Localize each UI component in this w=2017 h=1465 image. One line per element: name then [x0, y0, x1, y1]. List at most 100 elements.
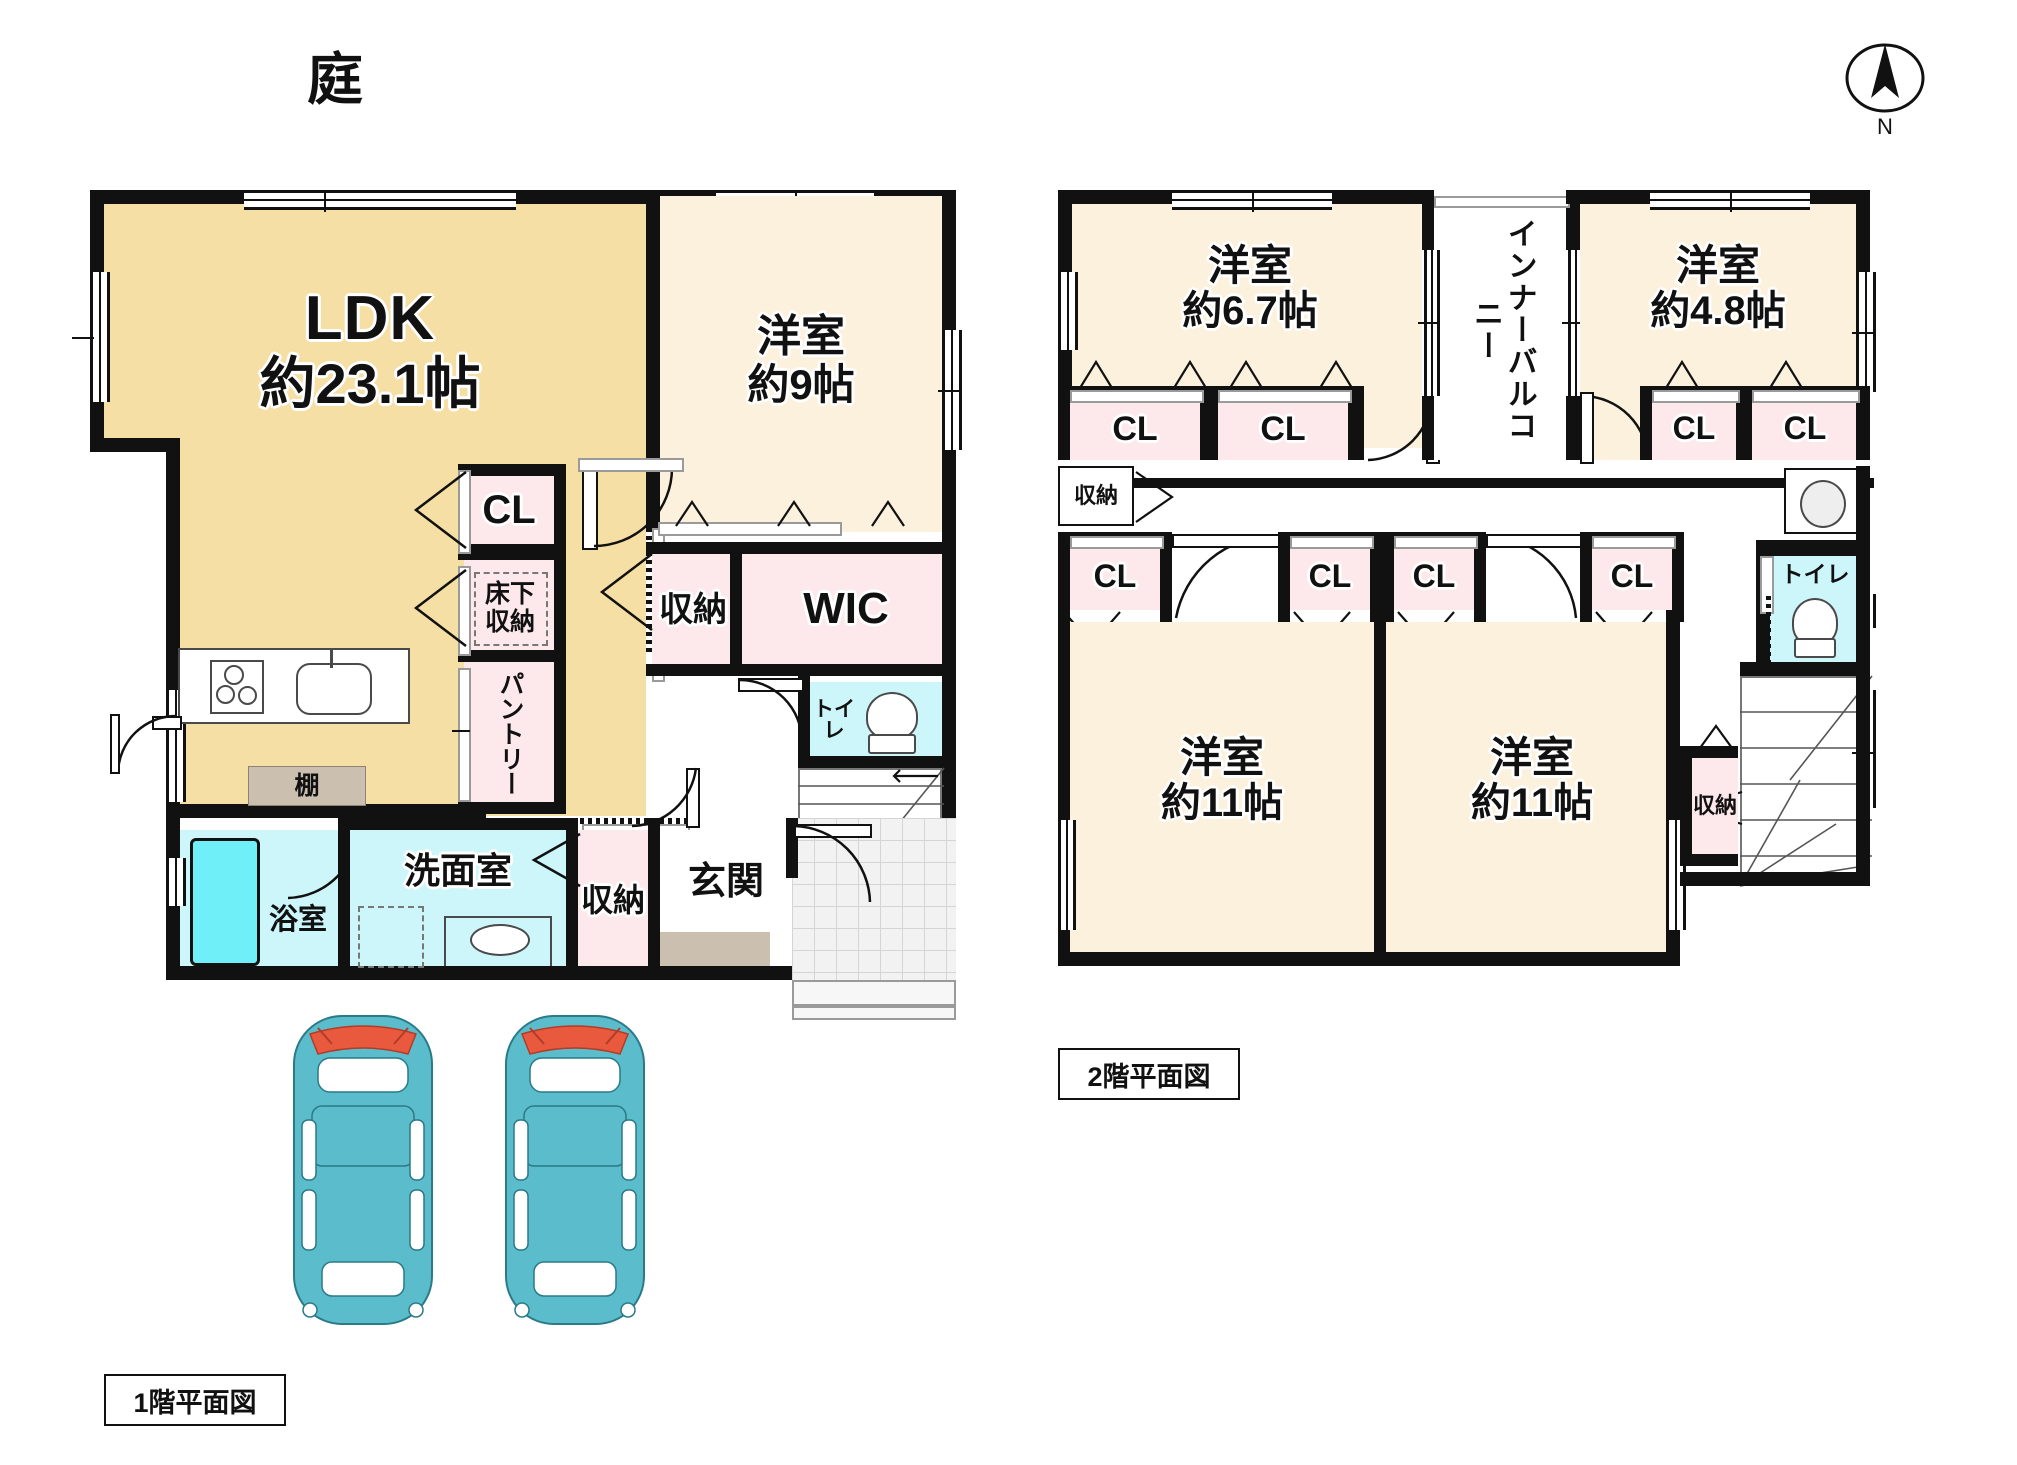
f2-door-11a-leaf — [1172, 534, 1280, 548]
storage-f2-cl-2 — [1218, 398, 1348, 460]
f2-clm2-head — [1290, 536, 1374, 549]
burner-ring-1 — [224, 665, 244, 685]
f2-corridor-wall-top — [1134, 478, 1874, 488]
garden-label: 庭 — [307, 47, 363, 111]
wall-washroom-right — [566, 818, 578, 980]
wall-shuno-hall-right — [730, 542, 742, 676]
wall-storage-entry-right — [648, 818, 660, 980]
wall-shuno-hall-top — [646, 542, 742, 554]
bathtub — [190, 838, 260, 966]
washitsu-closet-head — [658, 522, 842, 536]
f2-wall-11a-right — [1374, 610, 1386, 966]
compass-north-icon: N — [1845, 42, 1925, 139]
room-f2-inner-balcony — [1434, 202, 1566, 460]
ldk-notch — [96, 440, 166, 816]
wall-uf-bot — [458, 650, 566, 662]
door-toilet-f1-leaf — [738, 678, 804, 692]
f2-wall-balcony-right2 — [1566, 396, 1580, 460]
entrance-step — [660, 932, 770, 966]
wall-pantry-bot — [458, 802, 566, 814]
storage-f2-cl-1 — [1070, 398, 1200, 460]
f2-wall-11a-bottom — [1058, 952, 1386, 966]
wall-pantry-right — [554, 662, 566, 814]
f2-wall-cl48-mid — [1736, 386, 1752, 460]
vanity-counter — [444, 916, 552, 966]
window-tick-f2-3 — [1852, 332, 1874, 334]
window-ldk-top-2 — [404, 190, 516, 210]
window-tick-1 — [324, 190, 326, 212]
car-left — [288, 1010, 438, 1330]
storage-hall — [652, 548, 734, 670]
f2-toilet-top — [1756, 540, 1870, 556]
wall-cl-top — [458, 464, 566, 476]
wall-cl-right — [554, 464, 566, 560]
window-tick-3 — [72, 337, 94, 339]
f2-clm3-head — [1394, 536, 1478, 549]
storage-pantry — [464, 662, 554, 802]
f2-basin — [1800, 480, 1846, 528]
entrance-porch — [792, 818, 956, 982]
f2-wall-balcony-left2 — [1422, 396, 1434, 460]
f2-clm1-left — [1058, 532, 1070, 622]
f2-clm4-head — [1592, 536, 1676, 549]
balcony-tick-l — [1418, 322, 1438, 324]
storage-f2-cl-4 — [1752, 398, 1856, 460]
f2-clm1-right — [1160, 532, 1172, 622]
balcony-tick-r — [1562, 322, 1582, 324]
f2-stairs — [1740, 676, 1870, 886]
f2-clm4-right — [1672, 532, 1684, 622]
svg-text:N: N — [1877, 114, 1893, 138]
f2-cl67-head-1 — [1070, 390, 1204, 403]
wall-wic-bot — [730, 664, 956, 676]
f1-wall-ldk-bottom — [166, 804, 486, 818]
window-tick-4 — [938, 390, 960, 392]
door-ldk-side-frame — [110, 714, 120, 774]
window-bath-left — [166, 858, 186, 906]
room-wic — [742, 548, 942, 670]
f2-shuno-stair-top — [1680, 746, 1738, 758]
storage-entry — [578, 830, 648, 966]
storage-shelf — [248, 766, 366, 806]
storage-f2-cl-mid-1 — [1070, 544, 1160, 610]
entrance-step-outer2 — [792, 1006, 956, 1020]
f2-wall-corridor-bottom — [1680, 872, 1870, 886]
pantry-tick — [452, 730, 470, 732]
kitchen-sink — [296, 663, 372, 715]
storage-f2-cl-mid-2 — [1290, 544, 1370, 610]
balcony-top-rail — [1434, 196, 1570, 208]
f2-clm3-left — [1382, 532, 1394, 622]
f2-wall-11b-bottom — [1374, 952, 1680, 966]
wall-uf-right — [554, 560, 566, 660]
f2-wall-cl67-mid — [1200, 386, 1218, 460]
car-right — [500, 1010, 650, 1330]
f1-wall-jog-h — [90, 438, 180, 452]
cl-door-ldk — [458, 470, 471, 554]
f2-wall-cl67-right — [1348, 386, 1364, 460]
f2-door-11b-leaf — [1486, 534, 1582, 548]
wall-toilet-f1-bot — [798, 756, 956, 768]
room-washroom — [350, 830, 566, 966]
washbasin — [470, 924, 530, 956]
storage-f2-shuno-left — [1058, 466, 1134, 526]
room-f2-yoshitsu-11b — [1386, 622, 1678, 952]
door-ldk-hall-leaf — [582, 466, 598, 550]
storage-f2-cl-mid-3 — [1394, 544, 1474, 610]
window-tick-f2-2 — [1730, 190, 1732, 212]
wall-cl-bot — [458, 544, 566, 560]
wall-washroom-top — [338, 818, 578, 830]
window-f2-11a-left — [1058, 820, 1076, 930]
door-front-leaf — [794, 824, 872, 838]
f2-toilet-tank — [1794, 638, 1836, 658]
f2-clm3-right — [1474, 532, 1486, 622]
f2-cl67-head-2 — [1218, 390, 1352, 403]
wall-washitsu-left — [646, 190, 660, 532]
toilet-tank-f1 — [868, 734, 916, 754]
burner-ring-2 — [216, 685, 235, 704]
f2-shuno-stair-bot — [1680, 854, 1738, 866]
storage-under-floor — [464, 560, 554, 654]
kitchen-faucet — [330, 650, 333, 668]
f2-shuno-stair-left — [1680, 746, 1692, 866]
pantry-door — [458, 668, 471, 802]
under-floor-hatch — [474, 572, 548, 646]
